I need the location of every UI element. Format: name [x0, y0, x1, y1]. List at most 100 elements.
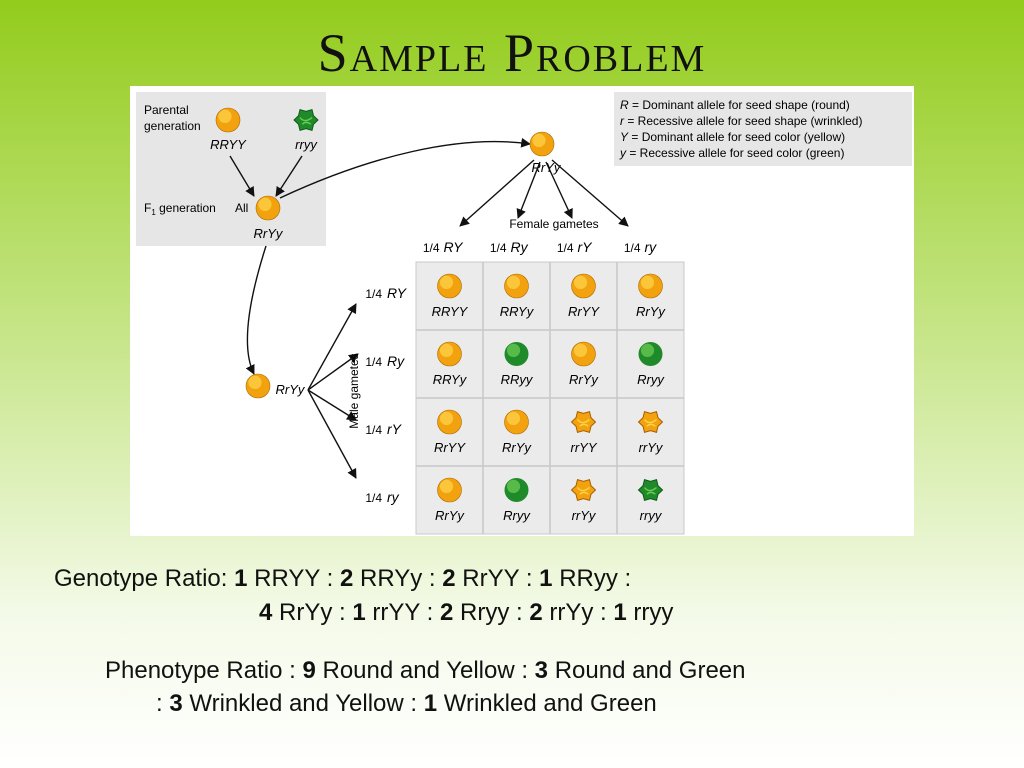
round-yellow-seed-icon	[504, 409, 529, 435]
cell-genotype: RrYy	[435, 508, 465, 523]
arrow	[545, 161, 573, 219]
cell-genotype: RrYy	[636, 304, 666, 319]
ratio-term: Wrinkled and Green	[437, 690, 657, 717]
wrinkled-yellow-seed-icon	[570, 410, 597, 434]
cross-diagram-svg: Parental generation RRYY rryy F1 generat…	[136, 92, 912, 535]
column-gamete-label: Ry	[511, 239, 529, 255]
column-gamete-label: ry	[645, 239, 658, 255]
arrow	[275, 155, 303, 197]
f1-all-label: All	[235, 201, 248, 215]
cell-genotype: RRyy	[501, 372, 534, 387]
ratio-term: RRYY :	[247, 565, 340, 592]
parent-wrinkled-green-seed-icon	[293, 108, 319, 132]
ratio-term: RrYY :	[455, 565, 540, 592]
cell-genotype: rrYy	[572, 508, 597, 523]
arrow	[551, 159, 629, 227]
ratio-term: RrYy :	[272, 599, 353, 626]
ratio-term: Round and Green	[548, 657, 746, 684]
ratio-term: rrYY :	[365, 599, 440, 626]
round-yellow-seed-icon	[571, 273, 596, 299]
wrinkled-yellow-seed-icon	[570, 478, 597, 502]
parental-label: Parental	[144, 103, 189, 117]
column-gamete-label: RY	[444, 239, 465, 255]
cell-genotype: rrYy	[639, 440, 664, 455]
punnett-cell: rrYy	[637, 410, 664, 455]
round-yellow-seed-icon	[255, 195, 281, 221]
f1-generation-label: F1 generation	[144, 201, 216, 217]
legend-entry: r = Recessive allele for seed shape (wri…	[620, 114, 862, 128]
punnett-cell: RRYy	[433, 341, 468, 387]
female-gametes-label: Female gametes	[509, 217, 598, 231]
punnett-cell: RrYy	[636, 273, 666, 319]
genotype-ratio-line-1: Genotype Ratio: 1 RRYY : 2 RRYy : 2 RrYY…	[54, 565, 631, 593]
punnett-cell: RrYY	[434, 409, 466, 455]
cell-genotype: rrYY	[571, 440, 598, 455]
ratio-count: 1	[539, 565, 553, 592]
ratio-term: rryy	[626, 599, 674, 626]
punnett-cell: RrYy	[502, 409, 532, 455]
male-gametes-label: Male gametes	[347, 353, 361, 428]
allele-legend: R = Dominant allele for seed shape (roun…	[619, 98, 862, 160]
ratio-label: Phenotype Ratio :	[105, 657, 303, 684]
round-yellow-seed-icon	[437, 273, 462, 299]
parent2-genotype: rryy	[295, 137, 318, 152]
female-parent-seed-icon	[529, 131, 555, 157]
ratio-count: 9	[302, 657, 316, 684]
round-green-seed-icon	[638, 342, 663, 366]
ratio-term: rrYy :	[542, 599, 614, 626]
male-parent-seed-icon	[245, 373, 271, 399]
punnett-cell: Rryy	[637, 342, 665, 387]
ratio-count: 2	[439, 599, 454, 626]
round-yellow-seed-icon	[437, 409, 462, 435]
allele-legend-box	[614, 92, 912, 166]
ratio-count: 1	[234, 565, 248, 592]
ratio-count: 4	[259, 599, 273, 626]
round-yellow-seed-icon	[437, 341, 462, 367]
ratio-count: 2	[529, 599, 543, 626]
arrow-to-female-parent	[279, 137, 531, 199]
arrow	[229, 155, 255, 197]
round-yellow-seed-icon	[638, 273, 663, 299]
legend-entry: y = Recessive allele for seed color (gre…	[619, 146, 844, 160]
legend-symbol: r	[620, 114, 625, 128]
column-gamete-label: rY	[578, 239, 594, 255]
ratio-term: Round and Yellow :	[315, 657, 535, 684]
round-yellow-seed-icon	[504, 273, 529, 299]
f1-genotype: RrYy	[254, 226, 284, 241]
ratio-count: 1	[352, 599, 366, 626]
ratio-count: 2	[339, 565, 354, 592]
punnett-cell: Rryy	[503, 478, 531, 523]
round-yellow-seed-icon	[245, 373, 271, 399]
female-gamete-arrows	[459, 159, 629, 227]
row-gamete-label: RY	[387, 285, 408, 301]
punnett-cell: RRYY	[432, 273, 469, 319]
round-green-seed-icon	[504, 342, 529, 366]
punnett-cell: RrYy	[569, 341, 599, 387]
wrinkled-yellow-seed-icon	[637, 410, 664, 434]
dihybrid-cross-diagram: Parental generation RRYY rryy F1 generat…	[130, 86, 914, 536]
legend-text: = Dominant allele for seed color (yellow…	[628, 130, 845, 144]
ratio-term: RRyy :	[552, 565, 632, 592]
ratio-label: :	[156, 690, 170, 717]
cell-genotype: Rryy	[637, 372, 665, 387]
arrow	[307, 389, 357, 479]
wrinkled-green-seed-icon	[293, 108, 319, 132]
f1-round-yellow-seed-icon	[255, 195, 281, 221]
cell-genotype: rryy	[640, 508, 663, 523]
column-gamete-fraction: 1/4	[423, 241, 440, 255]
generation-label: generation	[144, 119, 201, 133]
punnett-cell: rryy	[637, 478, 664, 523]
legend-text: = Dominant allele for seed shape (round)	[629, 98, 850, 112]
round-yellow-seed-icon	[215, 107, 241, 133]
ratio-term: Rryy :	[453, 599, 530, 626]
ratio-count: 1	[423, 690, 438, 717]
cell-genotype: RRYy	[500, 304, 535, 319]
arrow	[307, 303, 357, 391]
cell-genotype: Rryy	[503, 508, 531, 523]
round-green-seed-icon	[504, 478, 529, 502]
arrow-to-male-parent	[245, 245, 267, 375]
ratio-count: 1	[613, 599, 627, 626]
cell-genotype: RrYy	[502, 440, 532, 455]
legend-symbol: y	[619, 146, 627, 160]
cell-genotype: RrYY	[568, 304, 600, 319]
